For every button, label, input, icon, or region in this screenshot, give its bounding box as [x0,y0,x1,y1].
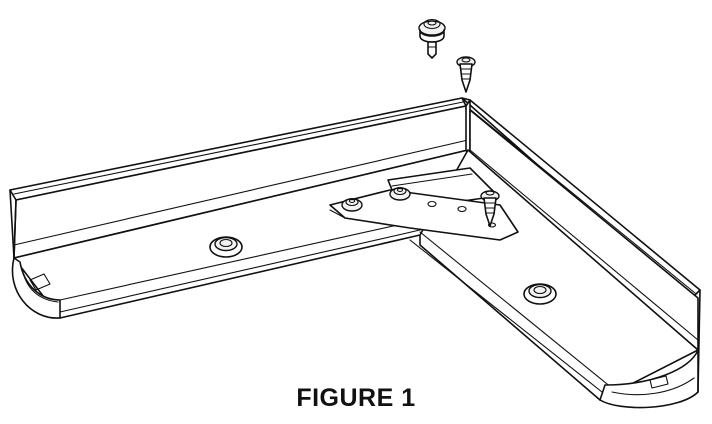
plate-hole [457,205,467,213]
plate-pointed-screw [480,190,500,227]
right-rail-grommet [523,283,557,305]
plate-screw-left [341,197,363,212]
plate-hole [427,200,437,208]
left-rail-end-curl [11,257,61,319]
right-rail-end-curl [599,349,699,409]
figure-caption: FIGURE 1 [296,384,416,412]
loose-pointed-screw [456,56,476,93]
left-rail-grommet [209,236,243,258]
plate-hole [487,222,497,228]
loose-flange-bolt [418,18,446,59]
plate-screw-middle [389,186,411,201]
